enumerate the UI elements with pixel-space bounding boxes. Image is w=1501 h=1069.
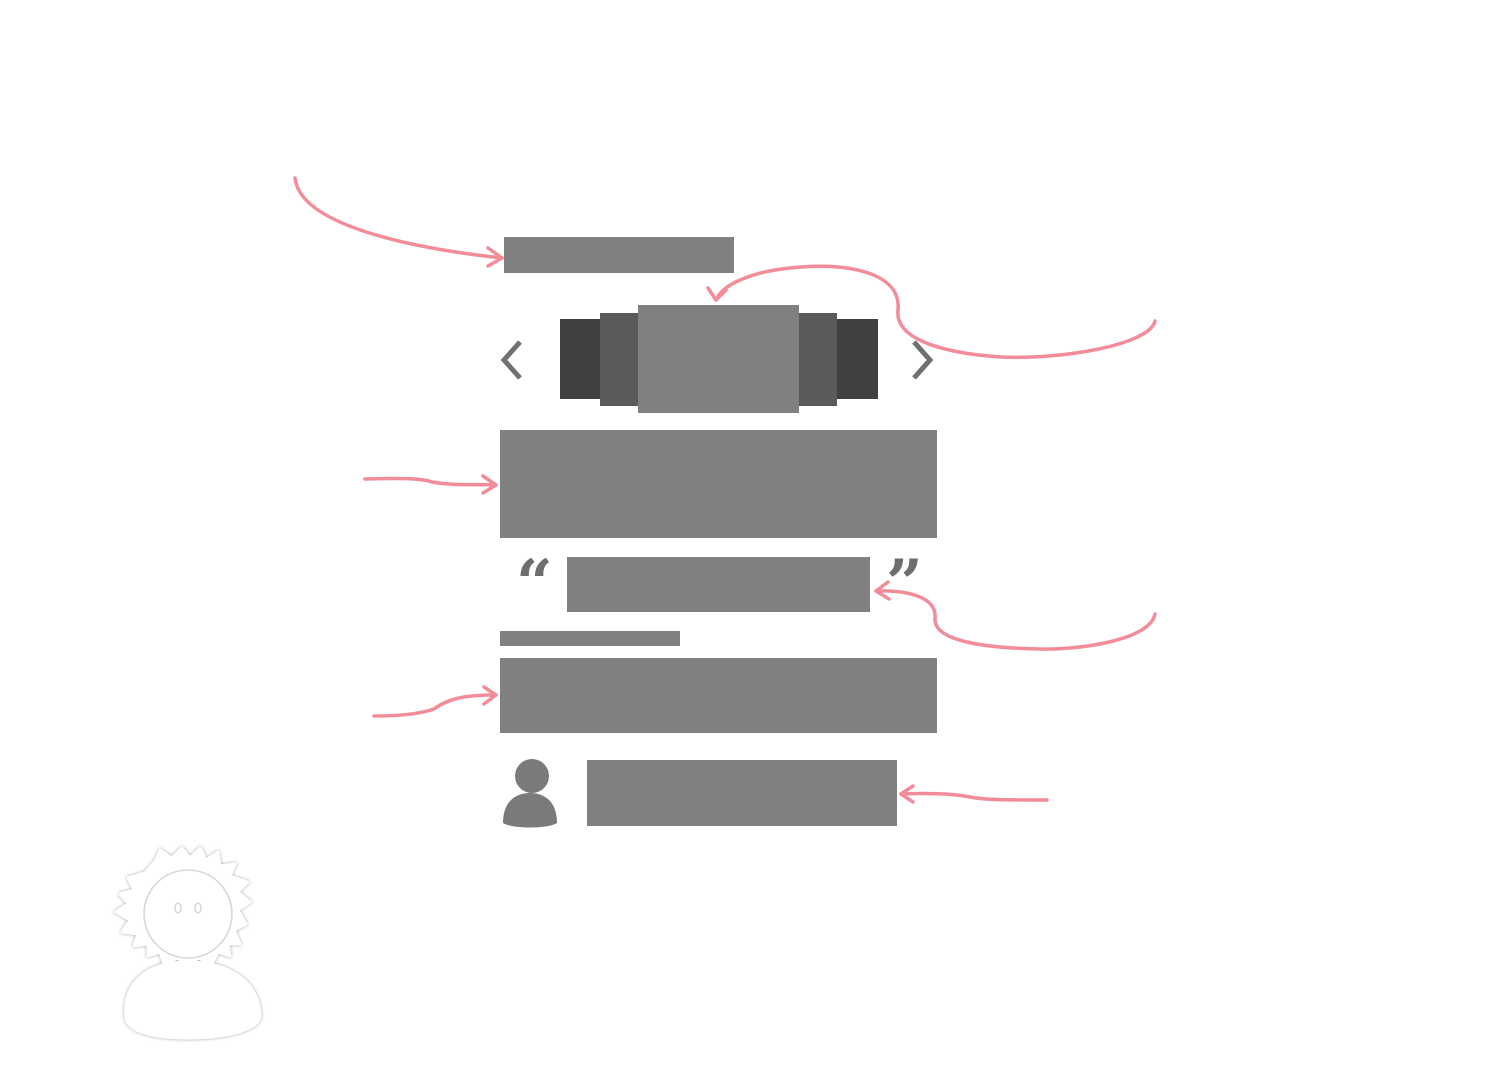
carousel: [490, 300, 950, 420]
carousel-slide-near-left[interactable]: [600, 313, 640, 406]
arrow-to-author: [899, 791, 1049, 802]
arrow-to-quote: [874, 589, 1157, 651]
arrow-to-body: [372, 693, 498, 718]
quote-placeholder: [567, 557, 870, 612]
arrow-to-description-head: [481, 474, 498, 495]
carousel-slide-center[interactable]: [638, 305, 799, 413]
open-quote-mark: “: [516, 546, 553, 621]
arrow-to-quote-head: [874, 580, 891, 601]
user-icon: [503, 759, 557, 828]
carousel-slide-far-right[interactable]: [833, 319, 878, 399]
arrow-to-carousel: [714, 264, 1157, 360]
arrow-to-carousel-head: [706, 286, 728, 302]
subheading-placeholder: [500, 631, 680, 646]
close-quote-mark: ”: [886, 546, 923, 621]
arrow-to-body-head: [482, 685, 498, 706]
spiky-hair-character-icon: [114, 846, 262, 1040]
arrow-to-title-head: [486, 246, 504, 268]
carousel-slide-near-right[interactable]: [795, 313, 837, 406]
arrow-to-author-head: [899, 784, 915, 804]
description-placeholder: [500, 430, 937, 538]
chevron-right-icon[interactable]: [908, 338, 936, 382]
arrow-to-description: [363, 476, 498, 487]
title-placeholder: [504, 237, 734, 273]
chevron-left-icon[interactable]: [498, 338, 526, 382]
arrow-to-title: [293, 176, 504, 260]
body-text-placeholder: [500, 658, 937, 733]
author-info-placeholder: [587, 760, 897, 826]
carousel-slide-far-left[interactable]: [560, 319, 604, 399]
